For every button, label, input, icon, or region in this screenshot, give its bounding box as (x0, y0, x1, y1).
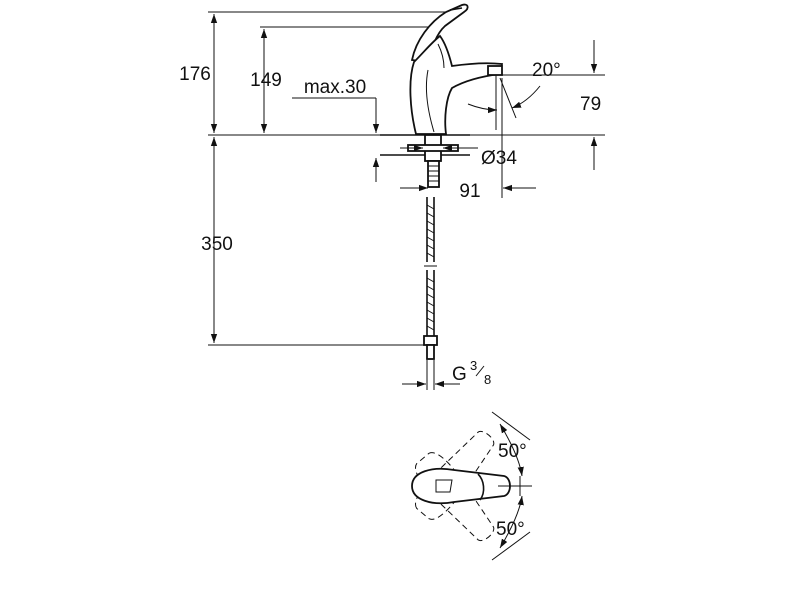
label-50-degrees-top: 50° (498, 441, 527, 462)
dimension-spout-height: 149 (250, 29, 282, 133)
lever-tip (449, 7, 463, 11)
label-thread-denominator: 8 (484, 372, 491, 387)
body-contour (425, 69, 435, 133)
label-149: 149 (250, 70, 282, 91)
handle-logo-recess (435, 479, 453, 493)
hose-lower (426, 270, 435, 336)
dimension-outlet-offset: 79 (580, 40, 601, 170)
faucet-body (409, 34, 504, 135)
dimension-projection: 91 (400, 78, 536, 202)
dimension-spout-angle: 20° (467, 60, 561, 130)
faucet-side-view (380, 3, 504, 188)
dimension-hose-length: 350 (201, 137, 233, 343)
threaded-rod (427, 160, 440, 188)
dimension-total-height: 176 (179, 14, 218, 133)
label-79: 79 (580, 94, 601, 115)
label-20-degrees: 20° (532, 60, 561, 81)
handle-grip-line (477, 473, 485, 501)
label-thread-g: G (452, 364, 467, 385)
label-50-degrees-bottom: 50° (496, 519, 525, 540)
supply-hose (423, 197, 438, 360)
spout-outlet (487, 65, 503, 76)
label-91: 91 (459, 181, 480, 202)
swivel-position-top (415, 430, 495, 520)
label-thread-numerator: 3 (470, 358, 477, 373)
dimension-hole-diameter: Ø34 (400, 144, 517, 169)
handle-top-view (411, 467, 511, 505)
hose-end (426, 344, 435, 360)
faucet-top-view: 50° 50° (411, 411, 532, 561)
angled-flow-line (499, 77, 517, 119)
label-176: 176 (179, 64, 211, 85)
body-contour-upper (437, 43, 445, 69)
label-350: 350 (201, 234, 233, 255)
label-diameter-34: Ø34 (481, 148, 517, 169)
dimension-thread: G 3 8 (402, 358, 491, 390)
hose-fitting (423, 335, 438, 346)
dimension-max-deck: max.30 (292, 77, 380, 182)
label-max-30: max.30 (304, 77, 366, 98)
